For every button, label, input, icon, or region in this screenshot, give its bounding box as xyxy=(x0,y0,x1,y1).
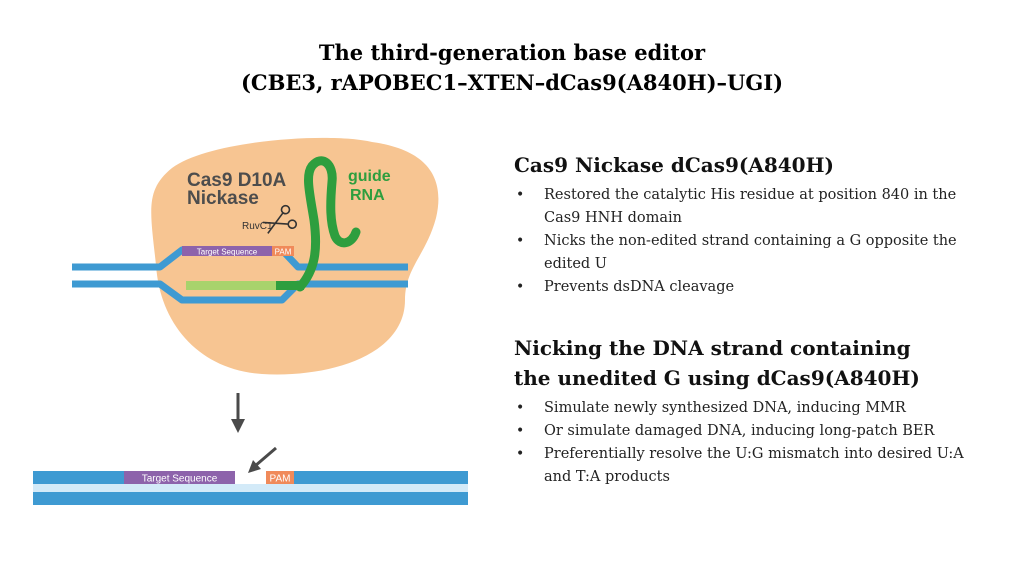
section-2-heading-line2: the unedited G using dCas9(A840H) xyxy=(514,366,920,390)
pam-label: PAM xyxy=(275,248,292,257)
down-arrow-icon xyxy=(231,393,245,433)
bottom-pam-label: PAM xyxy=(270,474,291,485)
nicked-dna-top-right xyxy=(266,471,468,484)
section-2-heading-line1: Nicking the DNA strand containing xyxy=(514,336,911,360)
bottom-target-sequence-bar xyxy=(124,471,235,484)
section-nicking-strand: Nicking the DNA strand containing the un… xyxy=(514,333,994,489)
bottom-target-sequence-label: Target Sequence xyxy=(142,474,218,485)
bullet-item: Preferentially resolve the U:G mismatch … xyxy=(514,443,994,489)
bullet-item: Prevents dsDNA cleavage xyxy=(514,276,994,299)
bullet-item: Nicks the non-edited strand containing a… xyxy=(514,230,994,276)
cas9-label-line2: Nickase xyxy=(187,188,259,209)
target-sequence-label: Target Sequence xyxy=(197,248,258,257)
nick-arrow-icon xyxy=(248,446,277,473)
bullet-item: Simulate newly synthesized DNA, inducing… xyxy=(514,397,994,420)
section-1-heading: Cas9 Nickase dCas9(A840H) xyxy=(514,150,994,180)
guide-rna-label-line1: guide xyxy=(348,168,391,185)
nicked-dna-core xyxy=(33,484,468,492)
hybrid-guide-segment xyxy=(276,281,304,290)
section-1-heading-line1: Cas9 Nickase dCas9(A840H) xyxy=(514,153,834,177)
bullet-item: Or simulate damaged DNA, inducing long-p… xyxy=(514,420,994,443)
ruvc1-label: RuvC1 xyxy=(242,221,273,232)
section-2-heading: Nicking the DNA strand containing the un… xyxy=(514,333,994,393)
slide-title: The third-generation base editor (CBE3, … xyxy=(0,38,1024,98)
cas9-label-line1: Cas9 D10A xyxy=(187,170,287,191)
bottom-pam-bar xyxy=(266,471,294,484)
guide-rna-strand xyxy=(295,156,361,292)
cas9-protein-shape xyxy=(151,137,439,375)
guide-rna-label-line2: RNA xyxy=(350,187,385,204)
title-line-2: (CBE3, rAPOBEC1–XTEN–dCas9(A840H)–UGI) xyxy=(240,70,784,95)
target-sequence-bar xyxy=(182,246,272,256)
section-2-bullet-list: Simulate newly synthesized DNA, inducing… xyxy=(514,397,994,489)
section-cas9-nickase: Cas9 Nickase dCas9(A840H) Restored the c… xyxy=(514,150,994,299)
dna-bottom-strand xyxy=(72,280,408,304)
rna-dna-hybrid xyxy=(186,281,278,290)
nicked-dna-bottom xyxy=(33,492,468,505)
scissors-icon xyxy=(262,204,298,234)
title-line-1: The third-generation base editor xyxy=(318,40,706,65)
section-1-bullet-list: Restored the catalytic His residue at po… xyxy=(514,184,994,299)
bullet-item: Restored the catalytic His residue at po… xyxy=(514,184,994,230)
pam-bar xyxy=(272,246,294,256)
